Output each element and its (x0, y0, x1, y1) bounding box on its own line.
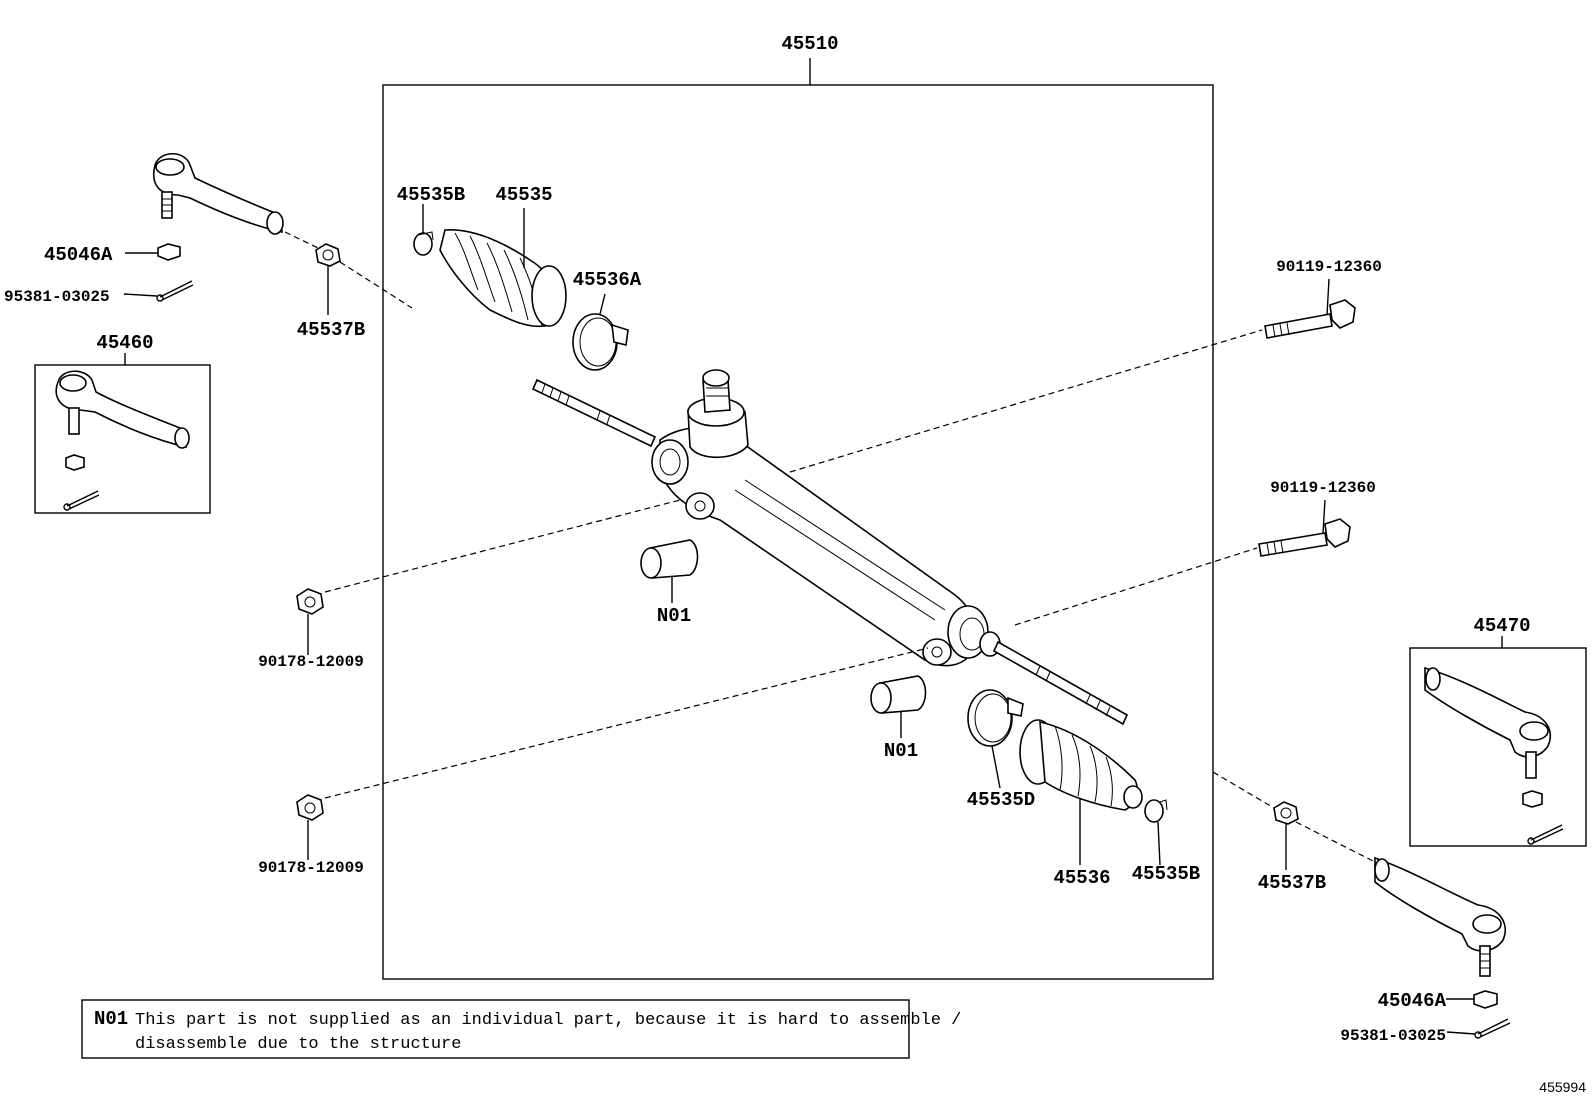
lock-nut-right[interactable] (1273, 801, 1299, 870)
note-line-2: disassemble due to the structure (135, 1035, 461, 1054)
label-tie-rod-nut-right: 45046A (1378, 990, 1447, 1012)
label-clamp-right: 45535D (967, 789, 1035, 811)
tie-rod-end-right[interactable] (1374, 856, 1506, 977)
label-assembly: 45510 (781, 33, 838, 55)
note-box (81, 999, 910, 1059)
label-lock-nut-left: 45537B (297, 319, 365, 341)
bushing-lower[interactable] (870, 675, 927, 738)
clamp-right[interactable] (967, 689, 1024, 789)
nut-upper[interactable] (296, 588, 324, 655)
boot-clamp-right[interactable] (1144, 799, 1168, 866)
note-line-1: This part is not supplied as an individu… (135, 1011, 961, 1030)
label-tie-rod-end-left-kit: 45460 (96, 332, 153, 354)
lock-nut-left[interactable] (315, 243, 341, 315)
boot-clamp-left[interactable] (413, 204, 434, 256)
boot-right[interactable] (1019, 719, 1143, 865)
label-boot-left: 45535 (495, 184, 552, 206)
label-boot-right: 45536 (1053, 867, 1110, 889)
tie-rod-end-right-kit[interactable] (1424, 666, 1564, 845)
label-bolt-lower: 90119-12360 (1270, 479, 1376, 497)
label-lock-nut-right: 45537B (1258, 872, 1326, 894)
label-bolt-upper: 90119-12360 (1276, 258, 1382, 276)
assembly-frame (382, 84, 1214, 980)
steering-rack-housing[interactable] (531, 369, 1129, 726)
tie-rod-end-left[interactable] (153, 152, 284, 235)
label-boot-clamp-right: 45535B (1132, 863, 1200, 885)
label-tie-rod-nut-left: 45046A (44, 244, 113, 266)
tie-rod-nut-left[interactable] (125, 243, 181, 261)
label-clamp-left: 45536A (573, 269, 642, 291)
nut-lower[interactable] (296, 794, 324, 860)
tie-rod-end-right-kit-box (1409, 647, 1587, 847)
label-boot-clamp-left: 45535B (397, 184, 465, 206)
clamp-left[interactable] (572, 293, 629, 371)
label-cotter-pin-left: 95381-03025 (4, 288, 110, 306)
label-bushing-lower: N01 (884, 740, 918, 762)
label-bushing-upper: N01 (657, 605, 691, 627)
cotter-pin-left[interactable] (123, 280, 194, 302)
figure-reference: 455994 (1539, 1079, 1586, 1095)
label-tie-rod-end-right-kit: 45470 (1473, 615, 1530, 637)
bushing-upper[interactable] (640, 539, 699, 603)
tie-rod-end-left-kit-box (34, 364, 211, 514)
tie-rod-end-left-kit[interactable] (55, 370, 190, 511)
cotter-pin-right[interactable] (1446, 1018, 1511, 1039)
bolt-lower[interactable] (1258, 499, 1351, 557)
boot-left[interactable] (439, 208, 567, 328)
label-nut-upper: 90178-12009 (258, 653, 364, 671)
bolt-upper[interactable] (1264, 278, 1356, 339)
note-code: N01 (94, 1008, 128, 1030)
label-cotter-pin-right: 95381-03025 (1340, 1027, 1446, 1045)
label-nut-lower: 90178-12009 (258, 859, 364, 877)
tie-rod-nut-right[interactable] (1446, 990, 1498, 1009)
